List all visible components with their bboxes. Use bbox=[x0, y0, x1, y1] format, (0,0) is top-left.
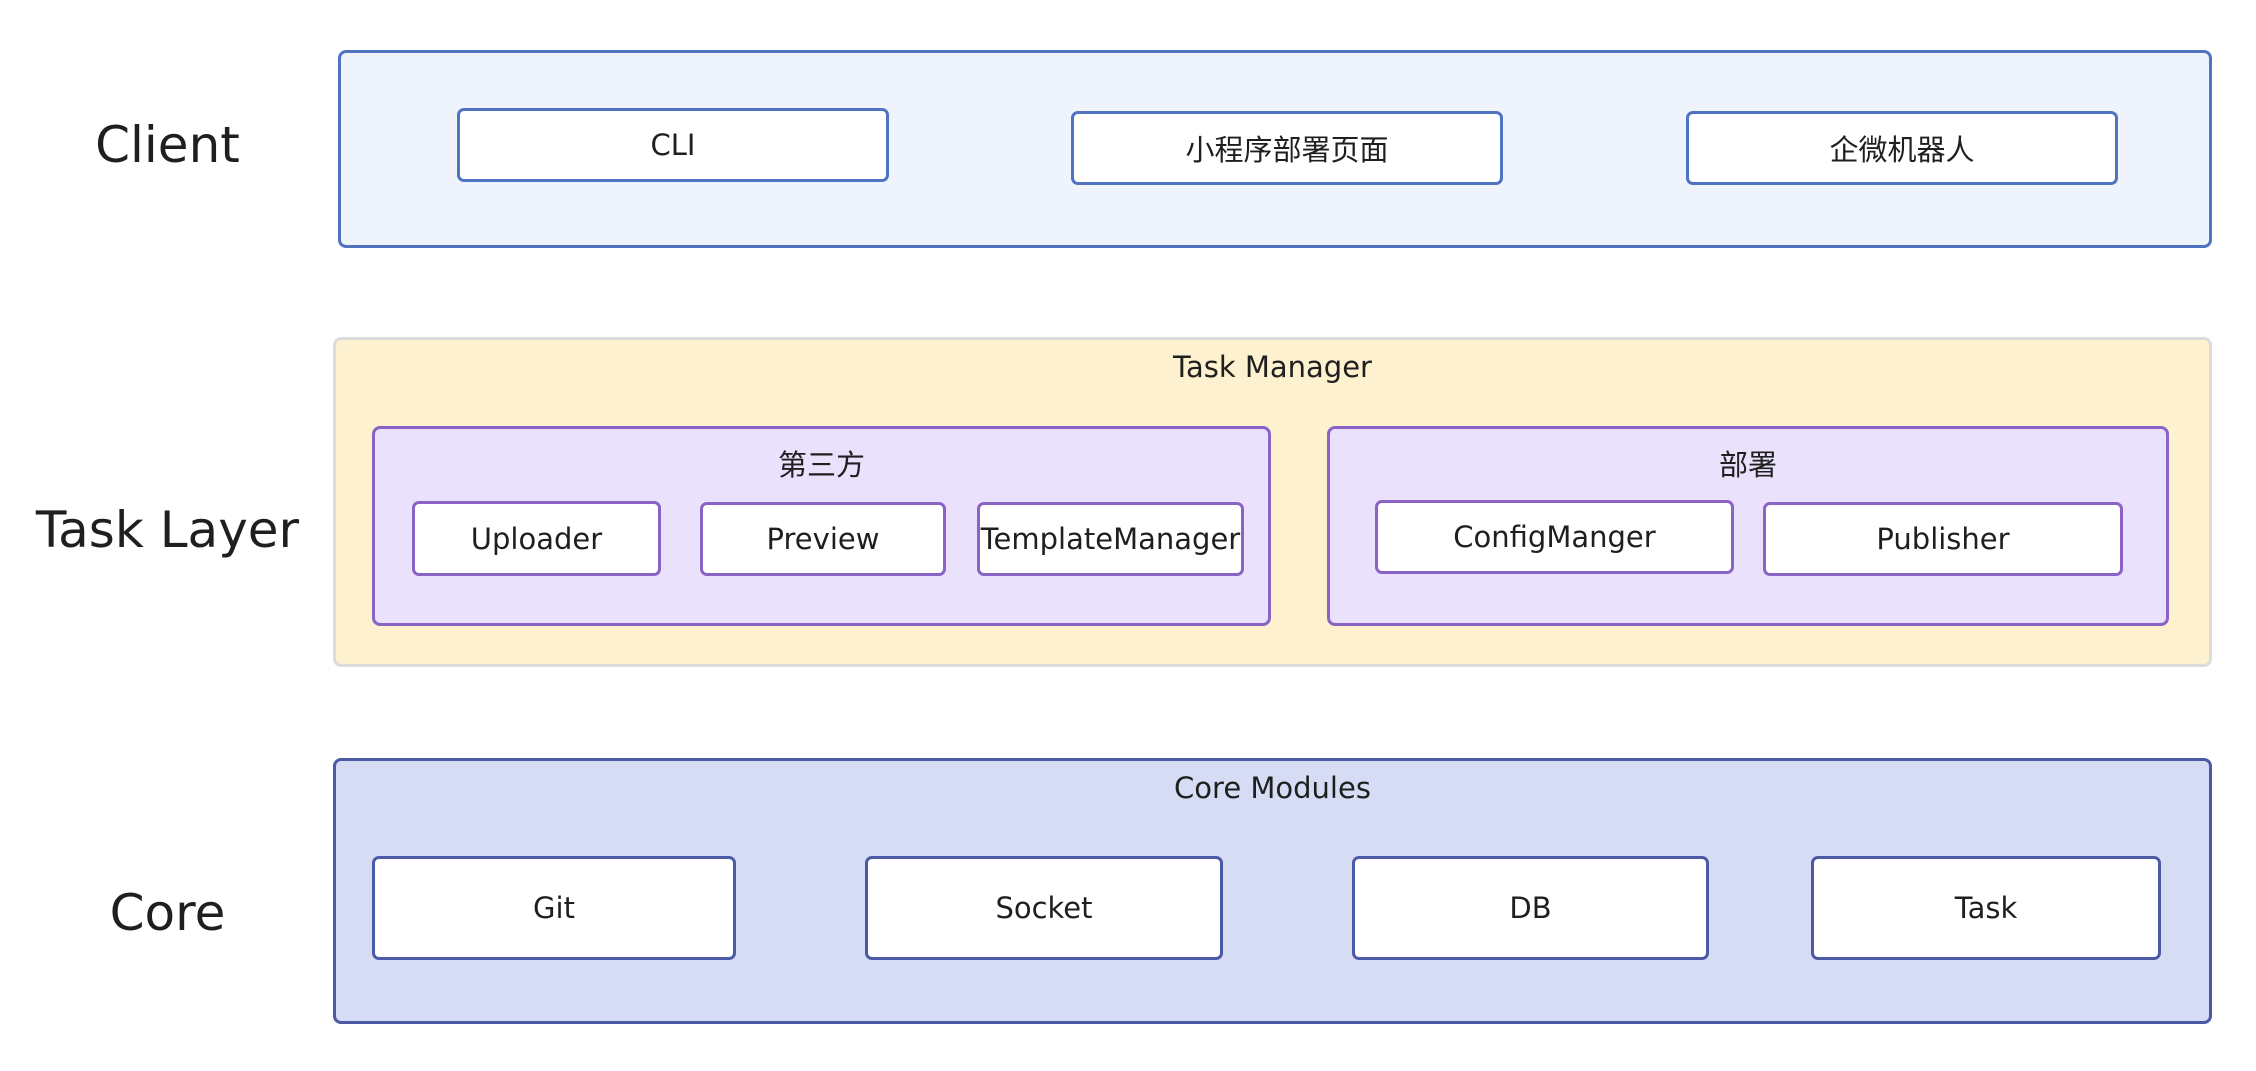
task-item-template-manager: TemplateManager bbox=[977, 502, 1244, 576]
core-item-task: Task bbox=[1811, 856, 2161, 960]
core-layer-label: Core bbox=[109, 884, 226, 942]
task-layer-label: Task Layer bbox=[35, 501, 300, 559]
client-item-cli: CLI bbox=[457, 108, 889, 182]
task-item-preview: Preview bbox=[700, 502, 946, 576]
task-layer-title: Task Manager bbox=[1173, 350, 1372, 384]
task-item-uploader: Uploader bbox=[412, 501, 661, 576]
client-item-miniprogram-deploy-page: 小程序部署页面 bbox=[1071, 111, 1503, 185]
core-layer-title: Core Modules bbox=[1174, 771, 1371, 805]
core-item-db: DB bbox=[1352, 856, 1709, 960]
client-layer-label: Client bbox=[95, 116, 240, 174]
client-item-wecom-bot: 企微机器人 bbox=[1686, 111, 2118, 185]
task-group-deploy-title: 部署 bbox=[1718, 448, 1777, 482]
task-group-third-party-title: 第三方 bbox=[777, 448, 865, 482]
core-item-git: Git bbox=[372, 856, 736, 960]
task-item-config-manger: ConfigManger bbox=[1375, 500, 1734, 574]
task-item-publisher: Publisher bbox=[1763, 502, 2123, 576]
core-item-socket: Socket bbox=[865, 856, 1223, 960]
